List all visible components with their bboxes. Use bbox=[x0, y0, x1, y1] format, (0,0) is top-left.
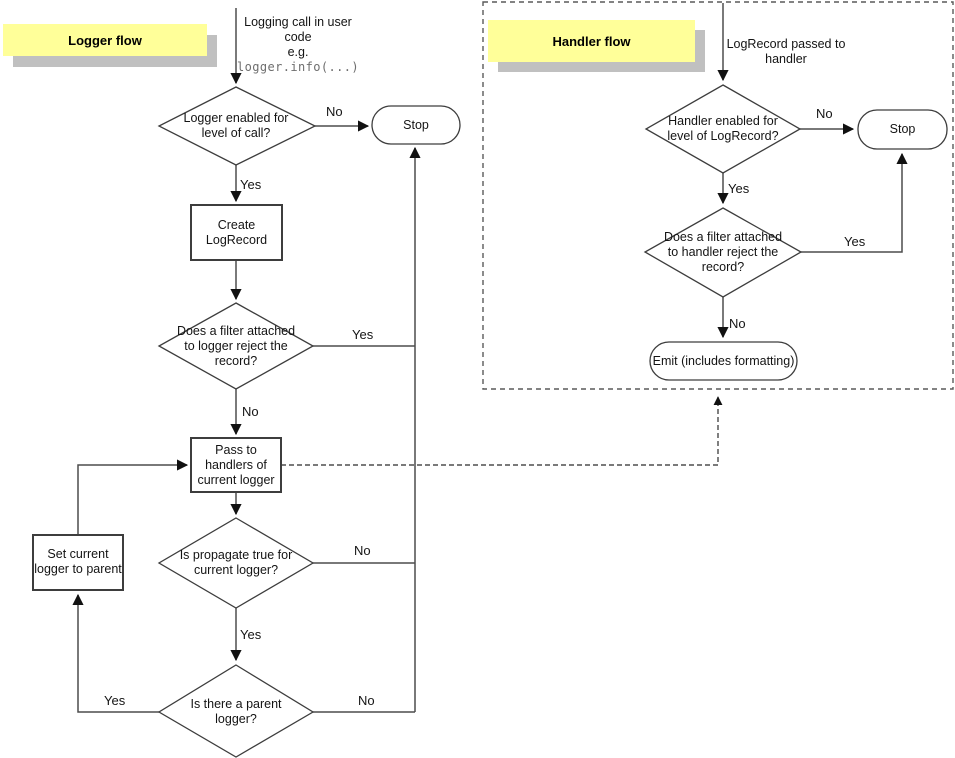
handler-level-decision-shape bbox=[644, 84, 802, 174]
logger-stop-shape bbox=[371, 105, 461, 145]
edge-label-hlevel-yes: Yes bbox=[728, 181, 750, 196]
edge-pass-to-handler-flow-dashed bbox=[281, 396, 723, 466]
edge-label-level-yes: Yes bbox=[240, 177, 262, 192]
create-logrecord-shape bbox=[190, 204, 283, 261]
handler-stop-text: Stop bbox=[889, 122, 916, 136]
handler-filter-decision-shape bbox=[643, 207, 803, 298]
edge-label-hlevel-no: No bbox=[816, 106, 833, 121]
edge-label-filter-yes: Yes bbox=[352, 327, 374, 342]
logger-level-decision-shape bbox=[157, 86, 317, 166]
logger-level-decision-text: Logger enabled for level of call? bbox=[183, 111, 289, 140]
edge-label-parent-no: No bbox=[358, 693, 375, 708]
set-parent-text: Set current logger to parent bbox=[34, 547, 122, 576]
pass-handlers-shape bbox=[190, 437, 282, 493]
logger-filter-decision-shape bbox=[157, 302, 315, 390]
edge-label-hfilter-yes: Yes bbox=[844, 234, 866, 249]
edge-label-hfilter-no: No bbox=[729, 316, 746, 331]
logger-start-code: logger.info(...) bbox=[237, 60, 359, 74]
handler-stop-shape bbox=[857, 109, 948, 150]
handler-start-note: LogRecord passed to handler bbox=[726, 37, 846, 66]
create-logrecord-text: Create LogRecord bbox=[205, 218, 268, 247]
logger-start-note: Logging call in user code e.g. bbox=[244, 15, 352, 59]
parent-decision-text: Is there a parent logger? bbox=[190, 697, 282, 726]
edge-label-propagate-yes: Yes bbox=[240, 627, 262, 642]
edge-parent-yes-to-set-parent bbox=[72, 593, 159, 713]
logger-filter-decision-text: Does a filter attached to logger reject … bbox=[176, 324, 296, 368]
logger-flow-label-box bbox=[3, 24, 207, 56]
edge-hfilter-yes-to-stop bbox=[801, 152, 908, 253]
edge-label-parent-yes: Yes bbox=[104, 693, 126, 708]
logger-stop-text: Stop bbox=[403, 118, 429, 132]
handler-flow-panel bbox=[482, 1, 954, 390]
edge-set-parent-to-pass bbox=[77, 459, 189, 535]
logger-flow-title: Logger flow bbox=[68, 32, 142, 48]
set-parent-shape bbox=[32, 534, 124, 591]
pass-handlers-text: Pass to handlers of current logger bbox=[197, 443, 275, 487]
propagate-decision-text: Is propagate true for current logger? bbox=[179, 548, 293, 577]
emit-text: Emit (includes formatting) bbox=[652, 354, 795, 368]
edge-label-filter-no: No bbox=[242, 404, 259, 419]
handler-filter-decision-text: Does a filter attached to handler reject… bbox=[663, 230, 783, 274]
handler-flow-label-box bbox=[488, 20, 695, 62]
edge-label-level-no: No bbox=[326, 104, 343, 119]
emit-shape bbox=[649, 341, 798, 381]
handler-level-decision-text: Handler enabled for level of LogRecord? bbox=[667, 114, 779, 143]
handler-flow-title: Handler flow bbox=[552, 33, 631, 49]
propagate-decision-shape bbox=[157, 517, 315, 609]
edge-label-propagate-no: No bbox=[354, 543, 371, 558]
parent-decision-shape bbox=[157, 664, 315, 758]
